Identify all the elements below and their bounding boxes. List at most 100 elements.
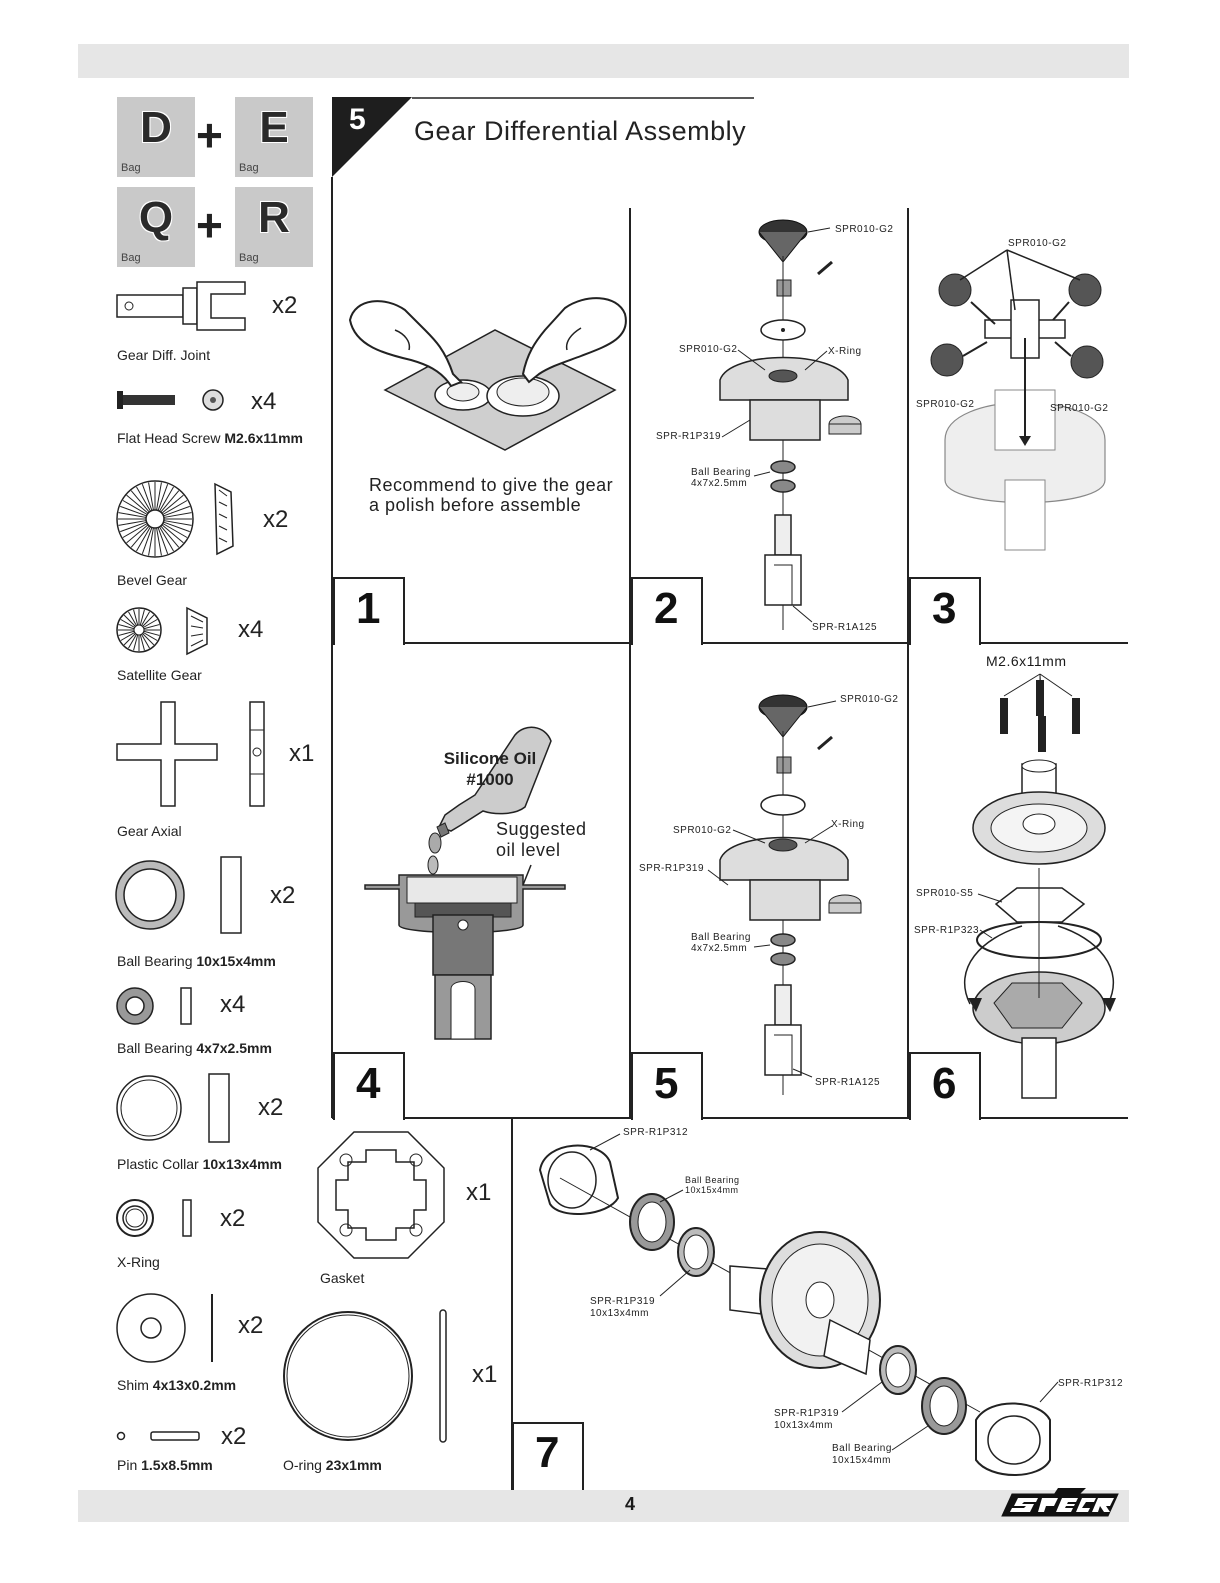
label-bearing-large: Ball Bearing 10x15x4mm [117, 953, 276, 969]
step1-note-line1: Recommend to give the gear [369, 475, 614, 495]
label-shim: Shim 4x13x0.2mm [117, 1377, 237, 1393]
step5-label: SPR010-G2 [673, 825, 732, 836]
qty-gasket: x1 [466, 1179, 492, 1206]
step2-label: SPR010-G2 [679, 344, 738, 355]
step-box-7 [512, 1422, 584, 1494]
step-number-3: 3 [932, 584, 957, 633]
header-bar [78, 44, 1129, 78]
diff-joint-icon [116, 281, 246, 331]
step-box-5 [631, 1052, 703, 1120]
qty-screw: x4 [251, 388, 277, 415]
step5-label: X-Ring [831, 819, 865, 830]
step7-label: SPR-R1P319 [590, 1296, 656, 1307]
qty-bevel: x2 [263, 506, 289, 533]
step2-label: SPR-R1A125 [812, 622, 878, 633]
bevel-gear-icon [116, 480, 234, 558]
step-box-2 [631, 577, 703, 645]
step7-label: 10x15x4mm [685, 1185, 739, 1195]
step7-label: 10x15x4mm [832, 1455, 891, 1466]
step5-label: SPR-R1A125 [815, 1077, 881, 1088]
qty-diff-joint: x2 [272, 292, 298, 319]
step5-label: 4x7x2.5mm [691, 943, 748, 954]
qty-shim: x2 [238, 1312, 264, 1339]
shim-icon [116, 1293, 213, 1363]
step7-final-assembly-diagram [538, 1133, 1059, 1476]
step-box-3 [909, 577, 981, 645]
label-satellite: Satellite Gear [117, 667, 202, 683]
qty-bearing-large: x2 [270, 882, 296, 909]
step7-label: Ball Bearing [832, 1443, 892, 1454]
qty-axial: x1 [289, 740, 315, 767]
step2-label: SPR010-G2 [835, 224, 894, 235]
oil-fill-diagram [364, 726, 566, 1040]
step6-label: SPR010-S5 [916, 888, 974, 899]
step-box-4 [333, 1052, 405, 1120]
step2-exploded-diagram [719, 219, 862, 630]
step7-label: Ball Bearing [685, 1175, 740, 1185]
step2-label: 4x7x2.5mm [691, 478, 748, 489]
step3-label: SPR010-G2 [1050, 403, 1109, 414]
step5-label: Ball Bearing [691, 932, 751, 943]
step6-label: SPR-R1P323 [914, 925, 980, 936]
step5-label: SPR-R1P319 [639, 863, 705, 874]
plastic-collar-icon [116, 1073, 230, 1143]
step2-label: Ball Bearing [691, 467, 751, 478]
step-number-6: 6 [932, 1059, 957, 1108]
step1-note-line2: a polish before assemble [369, 495, 582, 515]
step7-label: SPR-R1P312 [1058, 1378, 1124, 1389]
bag-badge-q: Q Bag [117, 187, 195, 267]
flat-head-screw-icon [117, 389, 224, 411]
label-axial: Gear Axial [117, 823, 182, 839]
step-box-1 [333, 577, 405, 645]
bag-label: Bag [239, 162, 259, 174]
bag-badge-r: R Bag [235, 187, 313, 267]
label-bevel: Bevel Gear [117, 572, 188, 588]
bag-badge-e: E Bag [235, 97, 313, 177]
qty-pin: x2 [221, 1423, 247, 1450]
step-number-4: 4 [356, 1059, 381, 1108]
oil-label-line1: Silicone Oil [443, 749, 537, 768]
qty-collar: x2 [258, 1094, 284, 1121]
qty-bearing-small: x4 [220, 991, 246, 1018]
plus-sign: + [196, 199, 223, 251]
bag-letter: R [258, 193, 290, 242]
step3-label: SPR010-G2 [916, 399, 975, 410]
satellite-gear-icon [116, 606, 208, 656]
section-title: Gear Differential Assembly [414, 116, 747, 146]
bag-letter: E [259, 103, 289, 152]
qty-o-ring: x1 [472, 1361, 498, 1388]
polish-gears-illustration [348, 297, 627, 451]
section-number: 5 [349, 103, 366, 136]
ball-bearing-small-icon [116, 987, 192, 1025]
step-number-5: 5 [654, 1059, 679, 1108]
step3-label: SPR010-G2 [1008, 238, 1067, 249]
step-number-2: 2 [654, 584, 679, 633]
oil-level-line2: oil level [496, 840, 561, 860]
page-number: 4 [624, 1494, 635, 1514]
step6-screw-label: M2.6x11mm [986, 653, 1067, 669]
footer-bar [78, 1490, 1129, 1522]
bag-letter: Q [138, 193, 174, 242]
label-bearing-small: Ball Bearing 4x7x2.5mm [117, 1040, 272, 1056]
bag-label: Bag [121, 252, 141, 264]
bag-label: Bag [239, 252, 259, 264]
gear-axial-icon [116, 701, 265, 807]
step7-label: 10x13x4mm [774, 1420, 833, 1431]
step-number-7: 7 [535, 1428, 560, 1477]
pin-icon [116, 1431, 200, 1441]
step-number-1: 1 [356, 584, 381, 633]
label-pin: Pin 1.5x8.5mm [117, 1457, 213, 1473]
qty-satellite: x4 [238, 616, 264, 643]
step7-label: SPR-R1P312 [623, 1127, 689, 1138]
label-screw: Flat Head Screw M2.6x11mm [117, 430, 303, 446]
spec-r-logo [1001, 1488, 1119, 1517]
step5-label: SPR010-G2 [840, 694, 899, 705]
label-diff-joint: Gear Diff. Joint [117, 347, 211, 363]
bag-label: Bag [121, 162, 141, 174]
o-ring-icon [283, 1309, 447, 1443]
label-gasket: Gasket [320, 1270, 365, 1286]
oil-label-line2: #1000 [466, 770, 514, 789]
step6-housing-assembly-diagram [964, 673, 1116, 1099]
step2-label: X-Ring [828, 346, 862, 357]
qty-x-ring: x2 [220, 1205, 246, 1232]
